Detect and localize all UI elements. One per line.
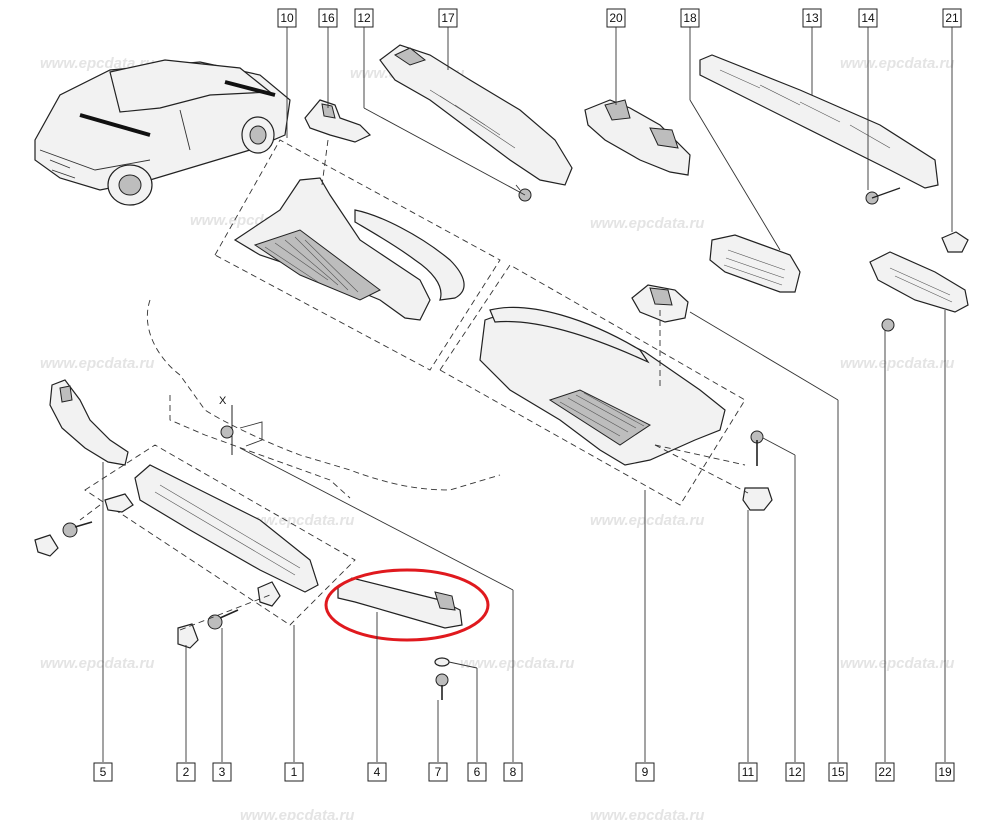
callout-12: 12 xyxy=(354,8,374,28)
watermark: www.epcdata.ru xyxy=(590,512,704,529)
body-outline xyxy=(146,299,501,491)
grille-18 xyxy=(709,234,801,293)
bracket-5 xyxy=(49,379,129,466)
callout-13: 13 xyxy=(802,8,822,28)
callout-15: 15 xyxy=(828,762,848,782)
watermark: www.epcdata.ru xyxy=(40,55,154,72)
callout-18: 18 xyxy=(680,8,700,28)
cap-left xyxy=(104,493,134,513)
watermark: www.epcdata.ru xyxy=(840,55,954,72)
callout-22: 22 xyxy=(875,762,895,782)
callout-3: 3 xyxy=(212,762,232,782)
screw-12-right xyxy=(750,430,764,466)
callout-label: 8 xyxy=(510,765,517,779)
callout-label: 2 xyxy=(183,765,190,779)
callout-19: 19 xyxy=(935,762,955,782)
callout-4: 4 xyxy=(367,762,387,782)
callout-label: 6 xyxy=(474,765,481,779)
watermark: www.epcdata.ru xyxy=(590,215,704,232)
watermark: www.epcdata.ru xyxy=(460,655,574,672)
callout-label: 11 xyxy=(742,765,755,779)
callout-1: 1 xyxy=(284,762,304,782)
clip-16 xyxy=(304,99,372,143)
rail-13 xyxy=(699,54,939,189)
callout-label: 12 xyxy=(357,11,371,25)
body-outline xyxy=(169,395,351,499)
callout-label: 22 xyxy=(878,765,892,779)
watermark: www.epcdata.ru xyxy=(840,655,954,672)
vent-19 xyxy=(869,251,969,313)
grommet-11 xyxy=(742,487,773,511)
callout-7: 7 xyxy=(428,762,448,782)
callout-label: 16 xyxy=(321,11,335,25)
callout-16: 16 xyxy=(318,8,338,28)
callout-20: 20 xyxy=(606,8,626,28)
strip-1 xyxy=(84,444,356,626)
screw-left xyxy=(62,521,93,538)
callout-12: 12 xyxy=(785,762,805,782)
callout-label: 13 xyxy=(805,11,819,25)
cowl-panel-left xyxy=(214,139,501,371)
watermark: www.epcdata.ru xyxy=(840,355,954,372)
axis-label: X xyxy=(219,395,227,407)
car-illustration xyxy=(34,59,291,206)
cap-2 xyxy=(177,623,199,649)
callout-9: 9 xyxy=(635,762,655,782)
screw-7 xyxy=(435,673,449,700)
washer-6 xyxy=(434,657,450,667)
callout-label: 7 xyxy=(435,765,442,779)
trim-4 xyxy=(337,577,463,629)
callout-label: 3 xyxy=(219,765,226,779)
vent-20 xyxy=(584,99,691,176)
clip-15-bracket xyxy=(631,284,689,323)
watermark: www.epcdata.ru xyxy=(240,807,354,820)
callout-label: 4 xyxy=(374,765,381,779)
callout-10: 10 xyxy=(277,8,297,28)
callout-label: 20 xyxy=(609,11,623,25)
callout-label: 5 xyxy=(100,765,107,779)
callout-label: 17 xyxy=(441,11,455,25)
watermark: www.epcdata.ru xyxy=(590,807,704,820)
callout-5: 5 xyxy=(93,762,113,782)
cap-5 xyxy=(34,534,59,557)
callout-11: 11 xyxy=(738,762,758,782)
callout-label: 14 xyxy=(861,11,875,25)
leader-lines xyxy=(79,27,953,762)
clip-21 xyxy=(941,231,969,253)
callout-label: 15 xyxy=(831,765,845,779)
cowl-panel-right xyxy=(439,264,746,506)
watermark: www.epcdata.ru xyxy=(40,655,154,672)
callout-label: 9 xyxy=(642,765,649,779)
watermark: www.epcdata.ru xyxy=(40,355,154,372)
callout-21: 21 xyxy=(942,8,962,28)
trim-strip-17 xyxy=(379,44,573,186)
callout-label: 21 xyxy=(945,11,959,25)
axis-marker: X xyxy=(219,395,263,455)
callout-8: 8 xyxy=(503,762,523,782)
highlight-ellipse xyxy=(324,568,490,642)
screw-14 xyxy=(865,187,901,205)
callout-label: 18 xyxy=(683,11,697,25)
screw-12-top xyxy=(515,184,532,202)
watermark: www.epcdata.ru xyxy=(240,512,354,529)
callout-14: 14 xyxy=(858,8,878,28)
cap-right xyxy=(257,581,281,607)
callout-17: 17 xyxy=(438,8,458,28)
callout-2: 2 xyxy=(176,762,196,782)
callout-6: 6 xyxy=(467,762,487,782)
callout-label: 1 xyxy=(291,765,298,779)
screw-22 xyxy=(881,318,895,332)
screw-3 xyxy=(207,609,239,630)
callout-label: 12 xyxy=(788,765,802,779)
callout-label: 19 xyxy=(938,765,952,779)
callout-label: 10 xyxy=(280,11,294,25)
watermark-layer: www.epcdata.ru www.epcdata.ru www.epcdat… xyxy=(40,55,954,820)
